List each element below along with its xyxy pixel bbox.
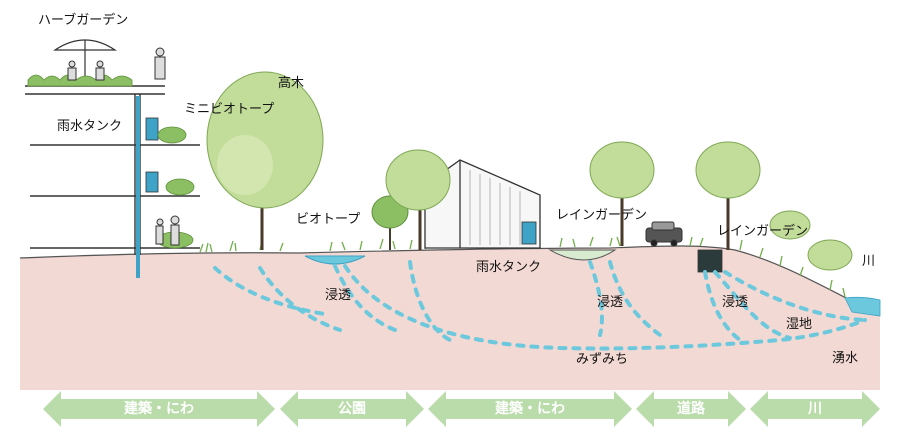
zone-arrow-river: 川 [750, 391, 880, 427]
rain-tank-left-box [145, 117, 159, 141]
mini-biotope-plants [156, 126, 195, 249]
parasol [53, 39, 117, 82]
label-river: 川 [862, 254, 876, 269]
label-herb-garden: ハーブガーデン [38, 13, 129, 28]
grass-strip [199, 236, 846, 298]
ground-surface-line [19, 245, 881, 311]
label-wetland: 湿地 [786, 317, 813, 332]
zone-label-river: 川 [808, 401, 822, 417]
zone-arrow-park: 公園 [280, 391, 424, 427]
label-spring: 湧水 [832, 351, 859, 366]
label-water-path: みずみち [576, 352, 629, 367]
label-infiltration-3: 浸透 [722, 295, 749, 310]
people-balcony [155, 215, 180, 246]
zone-arrow-road: 道路 [636, 391, 746, 427]
tree-road [695, 141, 761, 250]
label-infiltration-1: 浸透 [325, 288, 352, 303]
herb-garden-plants [27, 74, 133, 87]
label-mini-biotope: ミニビオトープ [184, 102, 275, 117]
label-rain-tank-left: 雨水タンク [57, 119, 123, 134]
zone-arrow-building-garden-1: 建築・にわ [43, 391, 275, 427]
zone-label-park: 公園 [338, 401, 366, 417]
rain-garden-basin-1 [548, 249, 617, 261]
label-rain-garden-1: レインガーデン [556, 208, 648, 223]
label-rain-garden-2: レインガーデン [717, 224, 809, 239]
river-water [844, 296, 881, 317]
ground-soil [20, 246, 880, 390]
people-rooftop [67, 47, 166, 81]
biotope-pond [304, 255, 366, 265]
zone-label-building-garden-1: 建築・にわ [124, 401, 194, 417]
house-hatching [469, 170, 521, 245]
car [645, 221, 683, 247]
rain-tank-left-box-2 [145, 171, 159, 193]
tree-rain-garden-1 [589, 141, 655, 246]
rain-tank-pipe [136, 96, 140, 278]
label-infiltration-2: 浸透 [597, 295, 624, 310]
wetland-trees [769, 210, 853, 271]
zone-label-road: 道路 [677, 401, 705, 417]
label-tall-tree: 高木 [278, 76, 305, 91]
tall-tree [206, 71, 324, 250]
rain-garden-box-2 [697, 249, 723, 273]
label-rain-tank-mid: 雨水タンク [476, 260, 542, 275]
tree-house [385, 149, 451, 250]
zone-label-building-garden-2: 建築・にわ [495, 401, 565, 417]
zone-arrow-building-garden-2: 建築・にわ [428, 391, 632, 427]
water-flow-paths [213, 260, 867, 351]
rain-tank-mid [521, 221, 537, 245]
label-biotope: ビオトープ [296, 212, 361, 227]
